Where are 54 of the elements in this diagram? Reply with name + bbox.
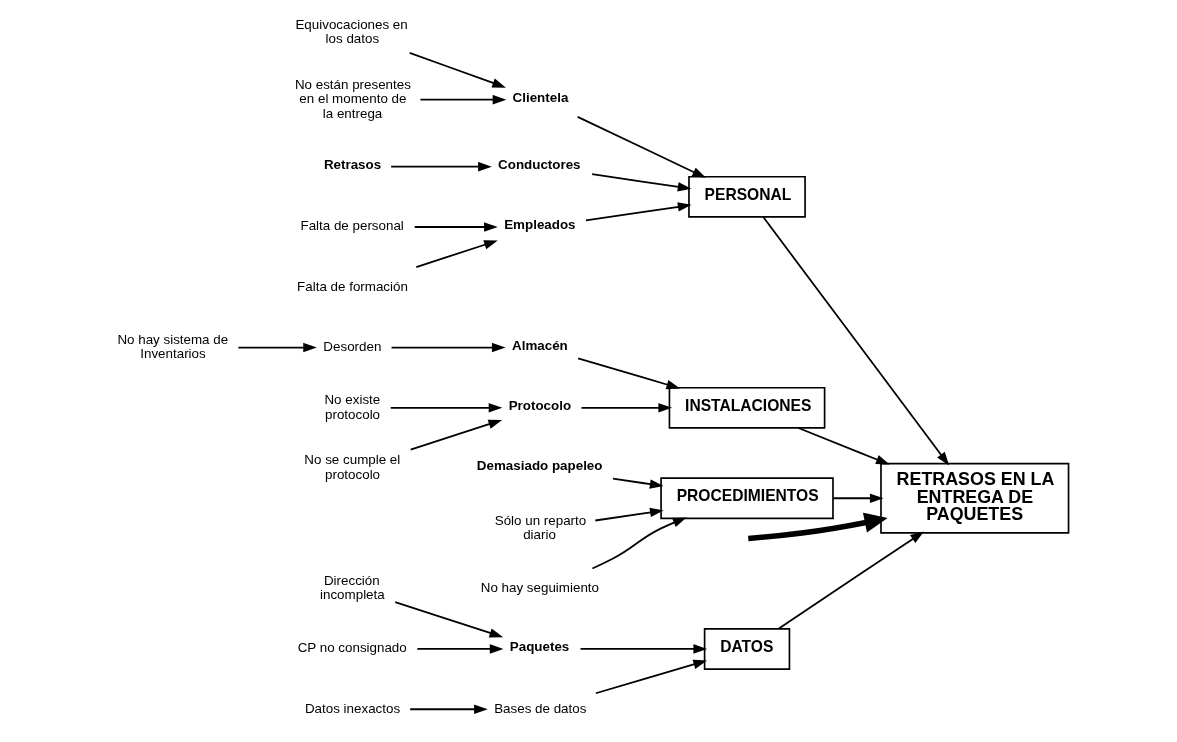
arrow — [419, 94, 507, 105]
arrow — [408, 51, 506, 88]
arrow — [576, 115, 706, 178]
arrow — [777, 531, 924, 630]
arrow — [594, 659, 707, 695]
node-text: Almacén — [512, 337, 568, 353]
node-box: INSTALACIONES — [668, 386, 826, 429]
node-text: Dirección incompleta — [320, 572, 385, 603]
arrow — [585, 202, 692, 222]
node-text: Demasiado papeleo — [476, 458, 603, 474]
node-text: No hay seguimiento — [480, 580, 599, 596]
node-text: Desorden — [323, 339, 382, 355]
node-text: Conductores — [498, 157, 581, 173]
arrow — [748, 512, 888, 542]
node-text: Falta de personal — [300, 218, 404, 234]
arrow — [594, 507, 664, 522]
arrow — [762, 216, 950, 466]
arrow — [591, 517, 687, 570]
node-text: Retrasos — [323, 157, 382, 173]
arrow — [577, 357, 681, 390]
arrow — [409, 704, 488, 715]
arrow — [579, 644, 708, 654]
node-box: DATOS — [703, 628, 791, 670]
arrow — [832, 493, 884, 504]
node-text: Clientela — [512, 90, 569, 106]
node-text: No existe protocolo — [324, 392, 381, 422]
node-text: Falta de formación — [297, 278, 408, 294]
node-box: PERSONAL — [688, 175, 806, 218]
arrow — [389, 403, 503, 413]
node-text: CP no consignado — [297, 640, 407, 656]
node-text: Empleados — [504, 217, 576, 233]
node-text: Equivocaciones en los datos — [295, 16, 408, 47]
arrow — [390, 342, 506, 353]
arrow — [797, 427, 890, 465]
arrow — [413, 222, 498, 232]
arrow — [394, 601, 504, 638]
node-text: Paquetes — [509, 639, 570, 655]
node-text: Sólo un reparto diario — [494, 512, 587, 543]
node-text: No hay sistema de Inventarios — [117, 331, 229, 362]
node-text: No se cumple el protocolo — [304, 452, 401, 482]
arrow — [237, 342, 317, 353]
arrow — [580, 403, 672, 413]
node-text: Protocolo — [508, 398, 572, 414]
arrow — [416, 644, 504, 654]
arrow — [415, 240, 498, 268]
node-box: PROCEDIMIENTOS — [660, 477, 834, 520]
arrow — [612, 477, 664, 489]
node-text: Datos inexactos — [304, 700, 401, 716]
arrow — [409, 419, 503, 451]
node-box: RETRASOS EN LA ENTREGA DE PAQUETES — [880, 462, 1070, 534]
node-text: No están presentes en el momento de la entrega — [294, 76, 411, 121]
arrow — [591, 173, 692, 192]
arrow — [390, 161, 492, 172]
node-text: Bases de datos — [494, 700, 587, 716]
